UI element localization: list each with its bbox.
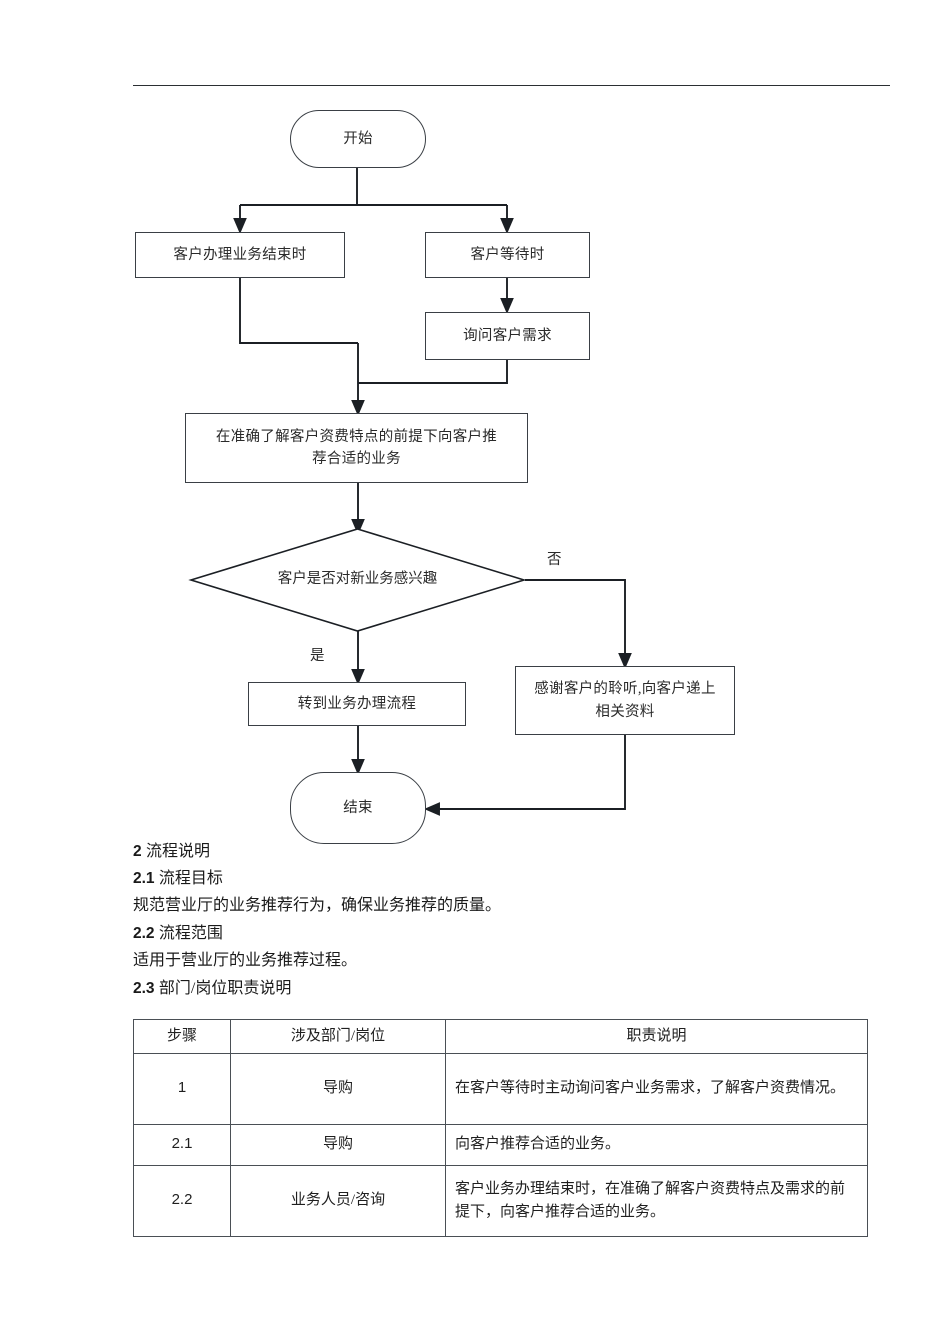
table-row: 2.1 导购 向客户推荐合适的业务。 <box>133 1123 868 1166</box>
table-row: 1 导购 在客户等待时主动询问客户业务需求，了解客户资费情况。 <box>133 1052 868 1125</box>
table-cell-step: 1 <box>133 1052 231 1125</box>
flow-node-transfer-label: 转到业务办理流程 <box>297 695 417 712</box>
process-flowchart: 开始 客户办理业务结束时 客户等待时 询问客户需求 在准确了解客户资费特点的前提… <box>135 110 735 844</box>
flow-node-end: 结束 <box>290 772 426 844</box>
table-cell-step: 2.2 <box>133 1164 231 1237</box>
section-2-number: 2 <box>133 843 142 860</box>
edge-label-yes-text: 是 <box>310 648 325 664</box>
section-heading-2-2: 2.2 流程范围 <box>133 922 893 946</box>
table-cell-dept: 导购 <box>230 1123 446 1166</box>
section-2-2-title: 流程范围 <box>158 924 223 942</box>
section-2-1-number: 2.1 <box>133 870 155 887</box>
paragraph-goal: 规范营业厅的业务推荐行为，确保业务推荐的质量。 <box>133 897 502 914</box>
table-cell-step: 2.1 <box>133 1123 231 1166</box>
flow-node-customer-waiting-label: 客户等待时 <box>470 246 545 263</box>
flow-node-recommend-label: 在准确了解客户资费特点的前提下向客户推荐合适的业务 <box>215 428 498 467</box>
edge-label-no: 否 <box>547 548 562 569</box>
table-header-step: 步骤 <box>133 1019 231 1054</box>
flow-node-ask-needs: 询问客户需求 <box>425 312 590 360</box>
table-cell-desc: 客户业务办理结束时，在准确了解客户资费特点及需求的前提下，向客户推荐合适的业务。 <box>445 1164 868 1237</box>
flow-node-thanks-label: 感谢客户的聆听,向客户递上相关资料 <box>534 681 716 720</box>
header-rule <box>133 85 890 86</box>
table-row: 2.2 业务人员/咨询 客户业务办理结束时，在准确了解客户资费特点及需求的前提下… <box>133 1164 868 1237</box>
flow-node-thanks: 感谢客户的聆听,向客户递上相关资料 <box>515 666 735 735</box>
table-header-row: 步骤 涉及部门/岗位 职责说明 <box>133 1019 868 1054</box>
flow-node-customer-waiting: 客户等待时 <box>425 232 590 278</box>
section-2-3-number: 2.3 <box>133 979 155 997</box>
flowchart-connectors <box>233 168 632 816</box>
section-heading-2-1: 2.1 流程目标 <box>133 867 893 891</box>
table-cell-dept: 业务人员/咨询 <box>230 1164 446 1237</box>
flow-node-recommend: 在准确了解客户资费特点的前提下向客户推荐合适的业务 <box>185 413 528 483</box>
flow-node-decision-interest: 客户是否对新业务感兴趣 <box>188 528 527 632</box>
paragraph-scope: 适用于营业厅的业务推荐过程。 <box>133 951 358 969</box>
section-2-title: 流程说明 <box>145 843 210 860</box>
flow-node-service-finished: 客户办理业务结束时 <box>135 232 345 278</box>
section-heading-2: 2 流程说明 <box>133 840 893 864</box>
section-2-2-number: 2.2 <box>133 924 155 942</box>
flow-node-transfer: 转到业务办理流程 <box>248 682 466 726</box>
responsibility-table: 步骤 涉及部门/岗位 职责说明 1 导购 在客户等待时主动询问客户业务需求，了解… <box>133 1019 868 1237</box>
flow-node-ask-needs-label: 询问客户需求 <box>463 327 552 344</box>
flow-node-end-label: 结束 <box>343 799 373 816</box>
section-2-1-title: 流程目标 <box>158 870 223 887</box>
table-cell-desc: 在客户等待时主动询问客户业务需求，了解客户资费情况。 <box>445 1052 868 1125</box>
flow-node-start: 开始 <box>290 110 426 168</box>
table-cell-desc: 向客户推荐合适的业务。 <box>445 1123 868 1166</box>
edge-label-no-text: 否 <box>547 552 562 568</box>
table-cell-dept: 导购 <box>230 1052 446 1125</box>
flow-node-service-finished-label: 客户办理业务结束时 <box>173 246 307 263</box>
edge-label-yes: 是 <box>310 644 325 665</box>
prose-section: 2 流程说明 2.1 流程目标 规范营业厅的业务推荐行为，确保业务推荐的质量。 … <box>133 840 893 1004</box>
table-header-desc: 职责说明 <box>445 1019 868 1054</box>
section-heading-2-3: 2.3 部门/岗位职责说明 <box>133 977 893 1001</box>
table-header-dept: 涉及部门/岗位 <box>230 1019 446 1054</box>
section-2-3-title: 部门/岗位职责说明 <box>158 979 292 997</box>
flow-node-start-label: 开始 <box>343 130 373 147</box>
